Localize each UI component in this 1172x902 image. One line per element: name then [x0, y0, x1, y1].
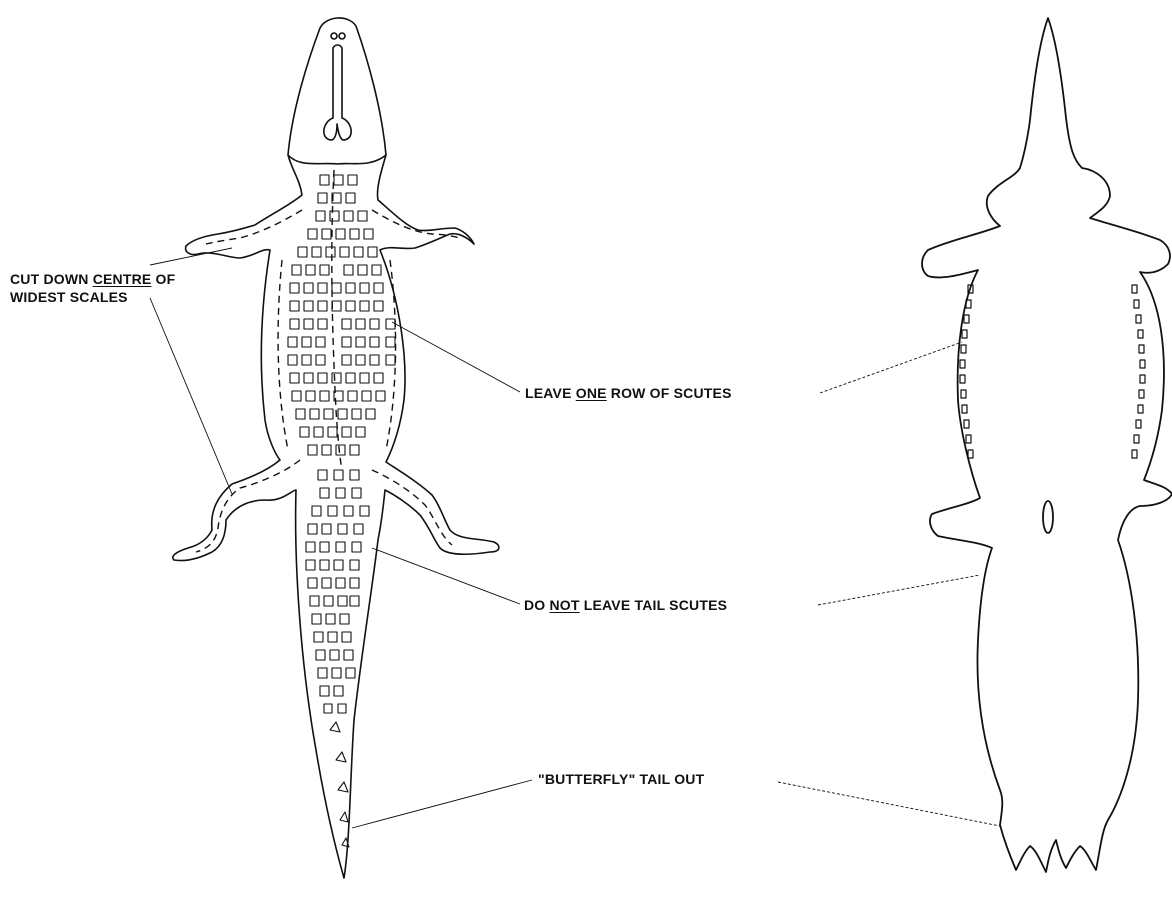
croc-nostril-right: [339, 33, 345, 39]
leader-tail-scutes-left: [372, 548, 520, 604]
belly-scutes: [288, 175, 395, 455]
leader-leave-row-left: [392, 322, 520, 392]
skin-outline: [922, 18, 1172, 872]
label-cut-down-centre: CUT DOWN CENTRE OF WIDEST SCALES: [10, 270, 175, 306]
tail-scutes: [306, 470, 369, 847]
label-cut-line1-post: OF: [156, 271, 176, 287]
label-butterfly-tail-out: "BUTTERFLY" TAIL OUT: [538, 770, 704, 788]
leader-cut-to-foreleg: [150, 248, 232, 265]
croc-head: [288, 18, 386, 164]
label-do-not-leave-tail-scutes: DO NOT LEAVE TAIL SCUTES: [524, 596, 727, 614]
label-cut-line1-emph: CENTRE: [93, 271, 152, 287]
leader-leave-row-right: [820, 342, 962, 393]
cut-line-left-hindleg: [196, 460, 300, 552]
cut-line-right-foreleg: [372, 210, 460, 238]
label-tail-post: LEAVE TAIL SCUTES: [584, 597, 727, 613]
croc-nostril-left: [331, 33, 337, 39]
croc-throat-mark: [324, 45, 351, 140]
vent-opening: [1043, 501, 1053, 533]
label-cut-line2: WIDEST SCALES: [10, 289, 128, 305]
label-tail-pre: DO: [524, 597, 545, 613]
label-tail-emph: NOT: [550, 597, 580, 613]
cut-lines: [196, 170, 460, 552]
crocodile-ventral-view: [173, 18, 499, 878]
cut-line-centre: [332, 170, 342, 470]
cut-line-left-foreleg: [206, 210, 302, 244]
crocodile-skin-outline: [922, 18, 1172, 872]
label-leave-pre: LEAVE: [525, 385, 572, 401]
cut-line-left-belly: [278, 260, 288, 450]
label-leave-post: ROW OF SCUTES: [611, 385, 732, 401]
retained-scute-row-right: [1132, 285, 1145, 458]
label-leave-emph: ONE: [576, 385, 607, 401]
leader-cut-to-hindleg: [150, 298, 232, 494]
label-butterfly-text: "BUTTERFLY" TAIL OUT: [538, 771, 704, 787]
leader-butterfly-right: [778, 782, 1000, 826]
label-cut-line1-pre: CUT DOWN: [10, 271, 89, 287]
leader-tail-scutes-right: [818, 575, 980, 605]
leader-butterfly-left: [352, 780, 532, 828]
label-leave-one-row: LEAVE ONE ROW OF SCUTES: [525, 384, 732, 402]
